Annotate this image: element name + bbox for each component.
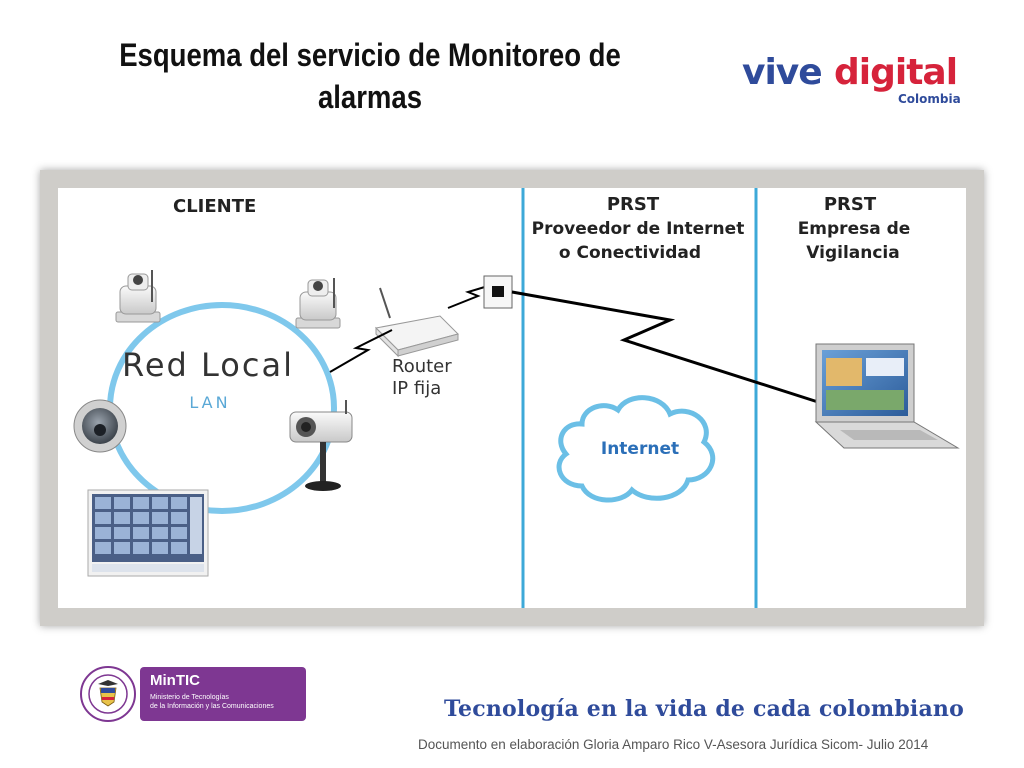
diagram-frame: CLIENTE PRST Proveedor de Internet o Con… [40,170,984,626]
monitor-grid-icon [87,489,209,577]
logo-digital-text: digital [834,52,958,93]
router-ip-label: IP fija [392,378,441,399]
internet-label: Internet [601,439,679,459]
zone-heading-proveedor: Proveedor de Internet [532,219,745,239]
mintic-subtitle: Ministerio de Tecnologías de la Informac… [150,693,300,711]
diagram-canvas: CLIENTE PRST Proveedor de Internet o Con… [58,188,966,608]
laptop-icon [814,343,960,449]
link-router-jack [447,285,489,309]
logo-vive-text: vive [742,52,823,93]
mintic-logo: MinTIC Ministerio de Tecnologías de la I… [80,666,306,724]
router-icon [374,287,459,358]
dome-camera-icon [73,399,127,453]
mintic-name: MinTIC [150,672,200,689]
link-lan-router [329,329,393,373]
mintic-badge [140,667,306,721]
ptz-camera-icon [295,278,341,329]
cloud-icon [556,395,716,503]
slide-title: Esquema del servicio de Monitoreo de ala… [119,37,621,115]
mintic-subtitle-line: Ministerio de Tecnologías [150,694,229,701]
network-jack-icon [483,275,513,309]
lan-sublabel: LAN [189,393,230,412]
vive-digital-logo: vive digital Colombia [742,52,982,112]
ptz-camera-icon [115,270,161,323]
link-jack-laptop [511,290,819,404]
zone-heading-cliente: CLIENTE [173,196,256,217]
zone-heading-conectividad: o Conectividad [559,243,701,263]
network-diagram: CLIENTE PRST Proveedor de Internet o Con… [73,188,960,608]
lan-label: Red Local [122,346,294,384]
colombia-seal-icon [80,666,136,722]
bullet-camera-icon [289,400,353,491]
logo-country-text: Colombia [898,92,961,106]
zone-heading-prst-2: PRST [824,194,877,215]
zone-heading-prst-1: PRST [607,194,660,215]
router-label: Router [392,356,452,377]
zone-heading-empresa: Empresa de [798,219,911,239]
slogan: Tecnología en la vida de cada colombiano [444,696,964,722]
footnote: Documento en elaboración Gloria Amparo R… [418,737,929,752]
zone-heading-vigilancia: Vigilancia [806,243,899,263]
mintic-subtitle-line: de la Información y las Comunicaciones [150,703,274,710]
